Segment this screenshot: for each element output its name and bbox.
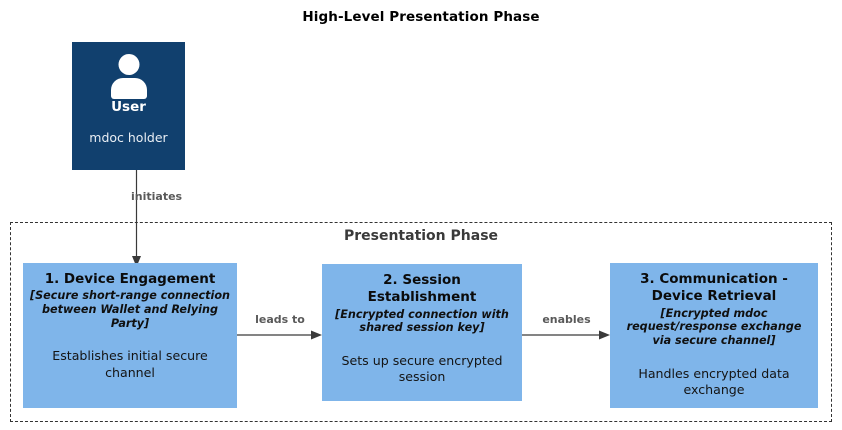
actor-title: User xyxy=(111,99,146,115)
step-note: [Encrypted connection with shared sessio… xyxy=(335,307,509,335)
connector-enables xyxy=(522,326,611,340)
connector-leads-to-label: leads to xyxy=(255,313,305,326)
step-description: Sets up secure encrypted session xyxy=(341,352,503,385)
step-node-communication-device-retrieval[interactable]: 3. Communication - Device Retrieval [Enc… xyxy=(610,263,818,408)
presentation-phase-title: Presentation Phase xyxy=(343,228,499,244)
connector-leads-to xyxy=(237,326,323,340)
presentation-phase-container xyxy=(10,222,832,422)
actor-node-user[interactable]: User mdoc holder xyxy=(72,42,185,170)
user-icon-head xyxy=(118,54,139,75)
step-note: [Secure short-range connection between W… xyxy=(30,289,230,330)
user-person-icon xyxy=(106,54,152,99)
step-title: 1. Device Engagement xyxy=(44,271,216,287)
user-icon-body xyxy=(110,78,147,99)
step-description: Handles encrypted data exchange xyxy=(638,365,790,397)
connector-enables-label: enables xyxy=(542,313,591,326)
step-node-device-engagement[interactable]: 1. Device Engagement [Secure short-range… xyxy=(23,263,237,408)
step-note: [Encrypted mdoc request/response exchang… xyxy=(626,306,802,347)
step-title: 2. Session Establishment xyxy=(367,272,477,306)
page-title: High-Level Presentation Phase xyxy=(302,9,540,25)
connector-initiates-label: initiates xyxy=(131,190,183,203)
connector-initiates xyxy=(130,170,144,268)
step-node-session-establishment[interactable]: 2. Session Establishment [Encrypted conn… xyxy=(322,264,522,401)
step-description: Establishes initial secure channel xyxy=(52,348,208,380)
actor-subtitle: mdoc holder xyxy=(89,130,168,145)
step-title: 3. Communication - Device Retrieval xyxy=(640,271,788,305)
